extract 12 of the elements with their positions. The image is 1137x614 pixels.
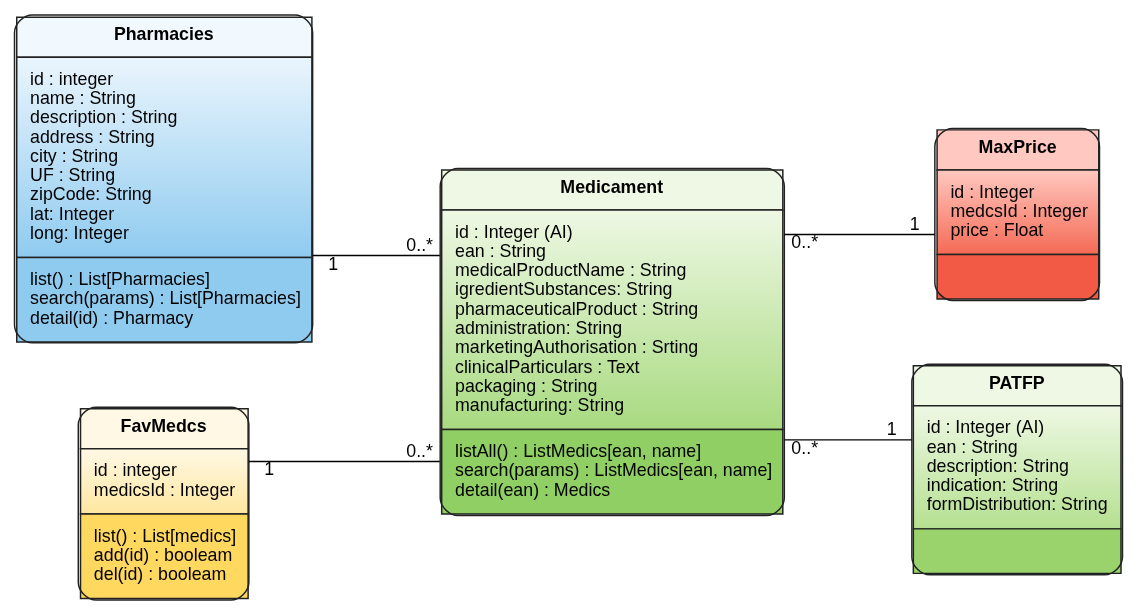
connector	[248, 460, 441, 462]
connector	[312, 254, 441, 256]
label: 1	[909, 213, 920, 234]
label: 0..*	[406, 234, 434, 255]
label: 1	[886, 418, 897, 439]
label: 0..*	[791, 437, 819, 458]
label: 1	[264, 458, 275, 479]
label: 0..*	[791, 231, 819, 252]
connector	[783, 233, 936, 235]
label: 0..*	[406, 440, 433, 461]
connector	[783, 438, 913, 441]
label: 1	[328, 253, 339, 274]
